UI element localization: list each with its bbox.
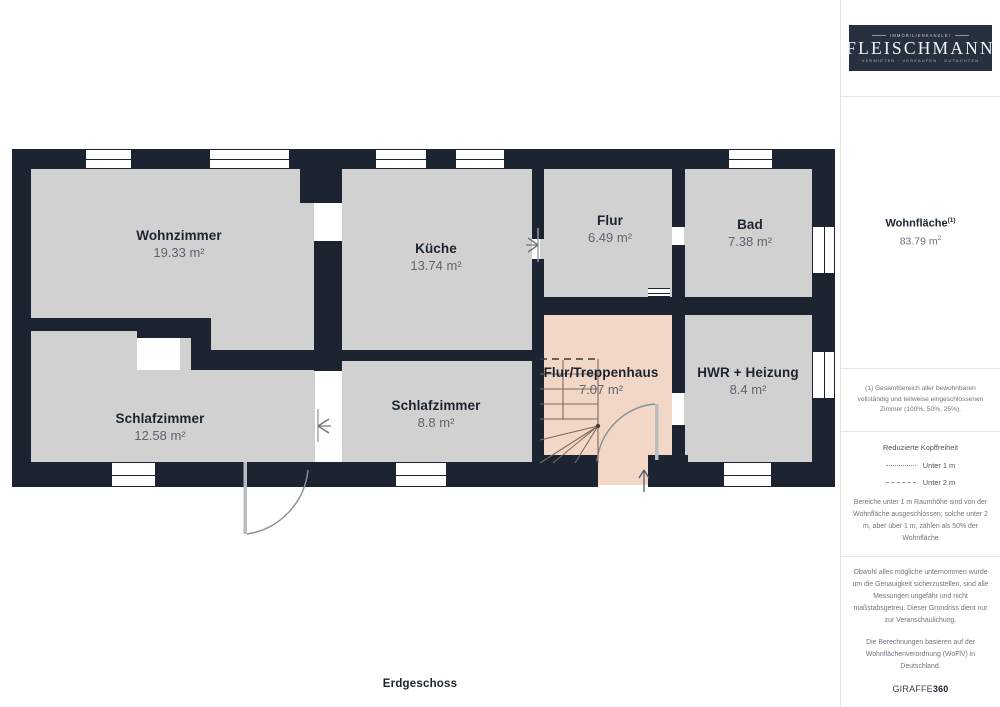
logo-box: IMMOBILIENKANZLEI FLEISCHMANN VERMIETEN … (846, 25, 995, 71)
logo-eyebrow-row: IMMOBILIENKANZLEI (872, 33, 969, 38)
living-area-value-row: 83.79 m2 (900, 235, 942, 248)
room-fill-bad (684, 167, 812, 302)
legend-note: Bereiche unter 1 m Raumhöhe sind von der… (853, 499, 988, 542)
room-label-schlafzimmer-2: Schlafzimmer 8.8 m² (392, 397, 481, 432)
interior-wall-wz-kueche-mid (314, 241, 342, 371)
interior-wall-flur-bad (672, 167, 685, 227)
exterior-wall-bottom-left (12, 462, 598, 487)
room-name: Bad (737, 217, 763, 232)
window-right-1 (812, 227, 835, 273)
room-area: 19.33 m² (153, 245, 205, 261)
room-label-schlafzimmer-1: Schlafzimmer 12.58 m² (116, 410, 205, 445)
room-fill-vestibule-ext (598, 455, 648, 485)
room-label-wohnzimmer: Wohnzimmer 19.33 m² (136, 227, 222, 262)
exterior-wall-right (812, 149, 835, 487)
window-interior-flur (648, 288, 670, 297)
room-name: Wohnzimmer (136, 228, 222, 243)
room-area: 8.4 m² (729, 382, 767, 398)
interior-wall-kueche-sz2 (342, 350, 532, 361)
legend-item-under-2m: Unter 2 m (885, 478, 956, 488)
room-fill-hwr (684, 313, 812, 462)
legend-title: Reduzierte Kopffreiheit (882, 443, 959, 453)
window-top-5 (729, 149, 772, 169)
room-label-bad: Bad 7.38 m² (728, 216, 772, 251)
giraffe360-brand: GIRAFFE360 (892, 684, 948, 694)
logo-name: FLEISCHMANN (846, 37, 995, 58)
room-area: 13.74 m² (410, 258, 462, 274)
disclaimer-regulation: Die Berechnungen basieren auf der Wohnfl… (865, 639, 976, 671)
room-fill-kueche (342, 167, 532, 350)
footnote-section: (1) Gesamtbereich aller bewohnbaren voll… (841, 369, 1000, 432)
window-top-4 (456, 149, 504, 169)
legend-item-under-1m: Unter 1 m (885, 461, 956, 471)
interior-wall-kueche-right (532, 149, 544, 239)
interior-wall-horizontal-mid (532, 297, 812, 315)
disclaimer-section: Obwohl alles mögliche unternommen wurde … (841, 557, 1000, 706)
room-area: 6.49 m² (587, 230, 633, 246)
interior-wall-vestibule-left (532, 455, 598, 485)
interior-wall-sz-bottom-strip (30, 318, 140, 331)
interior-wall-wz-kueche-upper (300, 149, 342, 203)
room-name: Flur (597, 213, 623, 228)
logo-rule-left-icon (872, 34, 887, 36)
room-name: HWR + Heizung (697, 365, 799, 380)
agency-logo: IMMOBILIENKANZLEI FLEISCHMANN VERMIETEN … (841, 0, 1000, 97)
room-area: 8.8 m² (417, 415, 455, 431)
living-area-label: Wohnfläche (885, 218, 948, 231)
living-area-value: 83.79 m (899, 235, 938, 248)
window-top-1 (86, 149, 131, 169)
room-area: 7.38 m² (727, 234, 773, 250)
room-name: Schlafzimmer (115, 411, 205, 426)
logo-tagline: VERMIETEN · VERKAUFEN · GUTACHTEN (861, 58, 980, 64)
interior-wall-flur-hwr (672, 313, 685, 393)
room-name: Flur/Treppenhaus (543, 365, 659, 380)
window-bottom-3 (724, 462, 771, 487)
legend-label: Unter 2 m (922, 478, 956, 488)
floor-caption: Erdgeschoss (382, 678, 458, 690)
interior-wall-wz-sz-step3 (191, 350, 315, 370)
info-sidebar: IMMOBILIENKANZLEI FLEISCHMANN VERMIETEN … (840, 0, 1000, 707)
floorplan-drawing: Wohnzimmer 19.33 m² Schlafzimmer 12.58 m… (12, 149, 835, 535)
room-name: Schlafzimmer (391, 398, 481, 413)
room-fill-schlafzimmer-1b (30, 370, 315, 462)
living-area-label-row: Wohnfläche(1) (885, 217, 955, 230)
brand-suffix: 360 (932, 684, 949, 694)
window-top-3 (376, 149, 426, 169)
legend-label: Unter 1 m (922, 461, 956, 471)
headroom-legend: Reduzierte Kopffreiheit Unter 1 m Unter … (841, 432, 1000, 557)
room-fill-flur (540, 167, 672, 297)
legend-swatch-dotted-icon (885, 465, 916, 467)
logo-eyebrow: IMMOBILIENKANZLEI (890, 32, 951, 38)
interior-wall-flur-bad-2 (672, 245, 685, 303)
footnote-text: (1) Gesamtbereich aller bewohnbaren voll… (857, 384, 984, 414)
interior-wall-corridor-vert (532, 313, 544, 463)
window-right-2 (812, 352, 835, 398)
room-area: 12.58 m² (134, 428, 186, 444)
interior-wall-vestibule-right (648, 455, 688, 485)
legend-swatch-dashed-icon (885, 482, 916, 484)
living-area-summary: Wohnfläche(1) 83.79 m2 (841, 97, 1000, 369)
living-area-footnote-marker: (1) (947, 217, 956, 225)
living-area-unit-exponent: 2 (937, 235, 942, 243)
window-bottom-2 (396, 462, 446, 487)
window-top-2 (210, 149, 289, 169)
room-area: 7.07 m² (578, 382, 624, 398)
exterior-wall-left (12, 149, 31, 487)
floorplan-canvas[interactable]: Wohnzimmer 19.33 m² Schlafzimmer 12.58 m… (0, 0, 840, 707)
room-label-flur-treppenhaus: Flur/Treppenhaus 7.07 m² (544, 364, 659, 399)
room-fill-schlafzimmer-2 (342, 358, 532, 462)
room-label-hwr: HWR + Heizung 8.4 m² (697, 364, 798, 399)
door-arrow-schlafzimmer-hall (317, 409, 331, 442)
room-name: Küche (415, 241, 457, 256)
logo-rule-right-icon (954, 34, 969, 36)
window-bottom-1 (112, 462, 155, 487)
brand-prefix: GIRAFFE (892, 684, 933, 694)
disclaimer-accuracy: Obwohl alles mögliche unternommen wurde … (852, 569, 989, 624)
room-label-kueche: Küche 13.74 m² (410, 240, 461, 275)
room-label-flur: Flur 6.49 m² (588, 212, 632, 247)
